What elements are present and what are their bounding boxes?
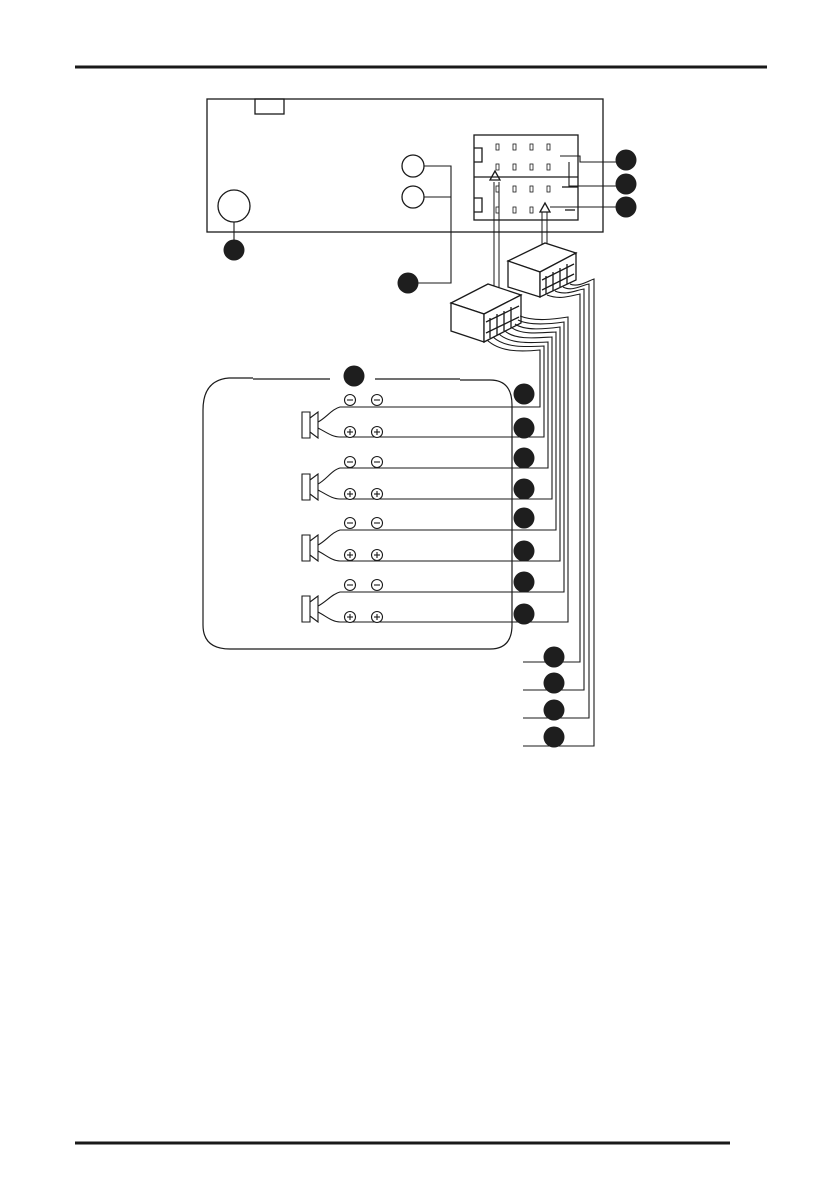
iso-connector-b: [508, 243, 576, 297]
callout-badge-1: [224, 240, 245, 261]
callout-badge-2: [616, 150, 637, 171]
callout-badge-4: [616, 197, 637, 218]
speaker-enclosure: [203, 378, 512, 649]
iso-connector-a: [451, 284, 521, 342]
callout-badge-6: [344, 366, 365, 387]
speaker-icon: [302, 535, 318, 561]
callout-badge-10: [514, 479, 535, 500]
speaker-icon: [302, 412, 318, 438]
speaker-icon: [302, 596, 318, 622]
callout-badge-12: [514, 541, 535, 562]
speaker-icon: [302, 474, 318, 500]
wire-bundle-a: [385, 316, 568, 622]
head-unit: [207, 99, 603, 232]
callout-badges: [224, 150, 637, 748]
callout-badge-8: [514, 418, 535, 439]
callout-badge-14: [514, 604, 535, 625]
callout-badge-16: [544, 673, 565, 694]
callout-badge-17: [544, 700, 565, 721]
callout-badge-3: [616, 174, 637, 195]
callout-badge-13: [514, 572, 535, 593]
callout-badge-9: [514, 448, 535, 469]
callout-badge-15: [544, 647, 565, 668]
callout-badge-11: [514, 508, 535, 529]
callout-badge-7: [514, 384, 535, 405]
polarity-terminals: [345, 395, 383, 623]
callout-badge-5: [398, 273, 419, 294]
callout-badge-18: [544, 727, 565, 748]
